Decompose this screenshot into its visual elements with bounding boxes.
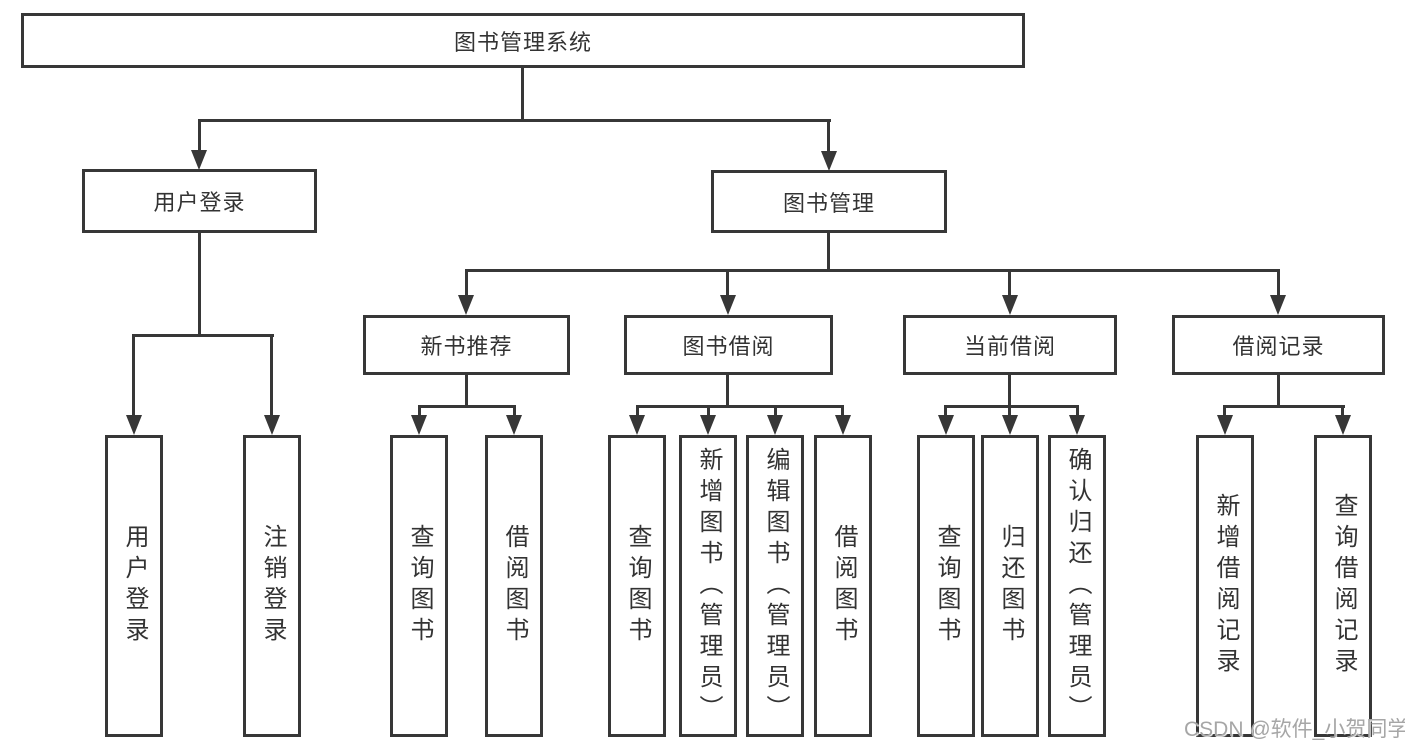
leaf-user-login-label: 用户登录	[121, 524, 148, 648]
connector-line	[1341, 405, 1344, 417]
connector-line	[944, 405, 947, 417]
leaf-user-login: 用户登录	[105, 435, 163, 737]
arrow-down-icon	[938, 415, 954, 435]
connector-line	[1277, 375, 1280, 408]
connector-line	[1223, 405, 1345, 408]
leaf-query-books-current-label: 查询图书	[933, 524, 960, 648]
arrow-down-icon	[126, 415, 142, 435]
arrow-down-icon	[264, 415, 280, 435]
leaf-query-books-borrowing-label: 查询图书	[624, 524, 651, 648]
leaf-return-books: 归还图书	[981, 435, 1039, 737]
leaf-query-books-borrowing: 查询图书	[608, 435, 666, 737]
leaf-query-books-recommend-label: 查询图书	[406, 524, 433, 648]
leaf-query-borrow-record: 查询借阅记录	[1314, 435, 1372, 737]
arrow-down-icon	[1069, 415, 1085, 435]
connector-line	[707, 405, 710, 417]
leaf-borrow-books-borrowing: 借阅图书	[814, 435, 872, 737]
arrow-down-icon	[629, 415, 645, 435]
connector-line	[827, 119, 830, 152]
arrow-down-icon	[411, 415, 427, 435]
arrow-down-icon	[720, 295, 736, 315]
node-book-management: 图书管理	[711, 170, 947, 233]
connector-line	[1223, 405, 1226, 417]
connector-line	[1008, 405, 1011, 417]
leaf-add-book-admin-label: 新增图书（管理员）	[695, 446, 722, 726]
node-book-borrowing: 图书借阅	[624, 315, 833, 375]
connector-line	[841, 405, 844, 417]
node-borrowing-records: 借阅记录	[1172, 315, 1385, 375]
leaf-borrow-books-recommend-label: 借阅图书	[501, 524, 528, 648]
node-library-system-label: 图书管理系统	[453, 29, 592, 55]
node-new-book-recommend-label: 新书推荐	[420, 334, 513, 359]
connector-line	[1076, 405, 1079, 417]
node-current-borrowing-label: 当前借阅	[963, 334, 1056, 359]
arrow-down-icon	[1217, 415, 1233, 435]
connector-line	[198, 233, 201, 336]
leaf-return-books-label: 归还图书	[997, 524, 1024, 648]
leaf-confirm-return-admin-label: 确认归还（管理员）	[1064, 446, 1091, 726]
connector-line	[418, 405, 421, 417]
connector-line	[827, 233, 830, 272]
connector-line	[513, 405, 516, 417]
leaf-query-books-current: 查询图书	[917, 435, 975, 737]
arrow-down-icon	[767, 415, 783, 435]
arrow-down-icon	[1002, 415, 1018, 435]
connector-line	[418, 405, 516, 408]
connector-line	[726, 375, 729, 408]
connector-line	[774, 405, 777, 417]
leaf-borrow-books-borrowing-label: 借阅图书	[830, 524, 857, 648]
leaf-add-borrow-record: 新增借阅记录	[1196, 435, 1254, 737]
node-borrowing-records-label: 借阅记录	[1232, 334, 1325, 359]
arrow-down-icon	[506, 415, 522, 435]
connector-line	[636, 405, 639, 417]
arrow-down-icon	[835, 415, 851, 435]
leaf-query-books-recommend: 查询图书	[390, 435, 448, 737]
connector-line	[944, 405, 1079, 408]
arrow-down-icon	[1002, 295, 1018, 315]
connector-line	[270, 334, 273, 416]
connector-line	[198, 119, 201, 152]
node-book-borrowing-label: 图书借阅	[682, 334, 775, 359]
leaf-edit-book-admin-label: 编辑图书（管理员）	[762, 446, 789, 726]
node-new-book-recommend: 新书推荐	[363, 315, 570, 375]
arrow-down-icon	[458, 295, 474, 315]
node-current-borrowing: 当前借阅	[903, 315, 1117, 375]
connector-line	[198, 119, 831, 122]
arrow-down-icon	[1270, 295, 1286, 315]
connector-line	[521, 67, 524, 122]
connector-line	[465, 269, 468, 297]
node-library-system: 图书管理系统	[21, 13, 1025, 68]
node-user-login: 用户登录	[82, 169, 317, 233]
leaf-add-borrow-record-label: 新增借阅记录	[1212, 493, 1239, 679]
leaf-confirm-return-admin: 确认归还（管理员）	[1048, 435, 1106, 737]
arrow-down-icon	[700, 415, 716, 435]
csdn-watermark: CSDN @软件_小贺同学	[1184, 718, 1405, 741]
node-book-management-label: 图书管理	[782, 190, 875, 216]
connector-line	[465, 269, 1280, 272]
connector-line	[636, 405, 844, 408]
connector-line	[132, 334, 135, 416]
node-user-login-label: 用户登录	[153, 190, 246, 215]
arrow-down-icon	[1335, 415, 1351, 435]
leaf-borrow-books-recommend: 借阅图书	[485, 435, 543, 737]
arrow-down-icon	[821, 151, 837, 171]
leaf-add-book-admin: 新增图书（管理员）	[679, 435, 737, 737]
connector-line	[726, 269, 729, 297]
leaf-logout-label: 注销登录	[259, 524, 286, 648]
leaf-edit-book-admin: 编辑图书（管理员）	[746, 435, 804, 737]
connector-line	[1277, 269, 1280, 297]
connector-line	[132, 334, 274, 337]
leaf-query-borrow-record-label: 查询借阅记录	[1330, 493, 1357, 679]
leaf-logout: 注销登录	[243, 435, 301, 737]
connector-line	[465, 375, 468, 408]
arrow-down-icon	[191, 150, 207, 170]
connector-line	[1008, 375, 1011, 408]
connector-line	[1008, 269, 1011, 297]
